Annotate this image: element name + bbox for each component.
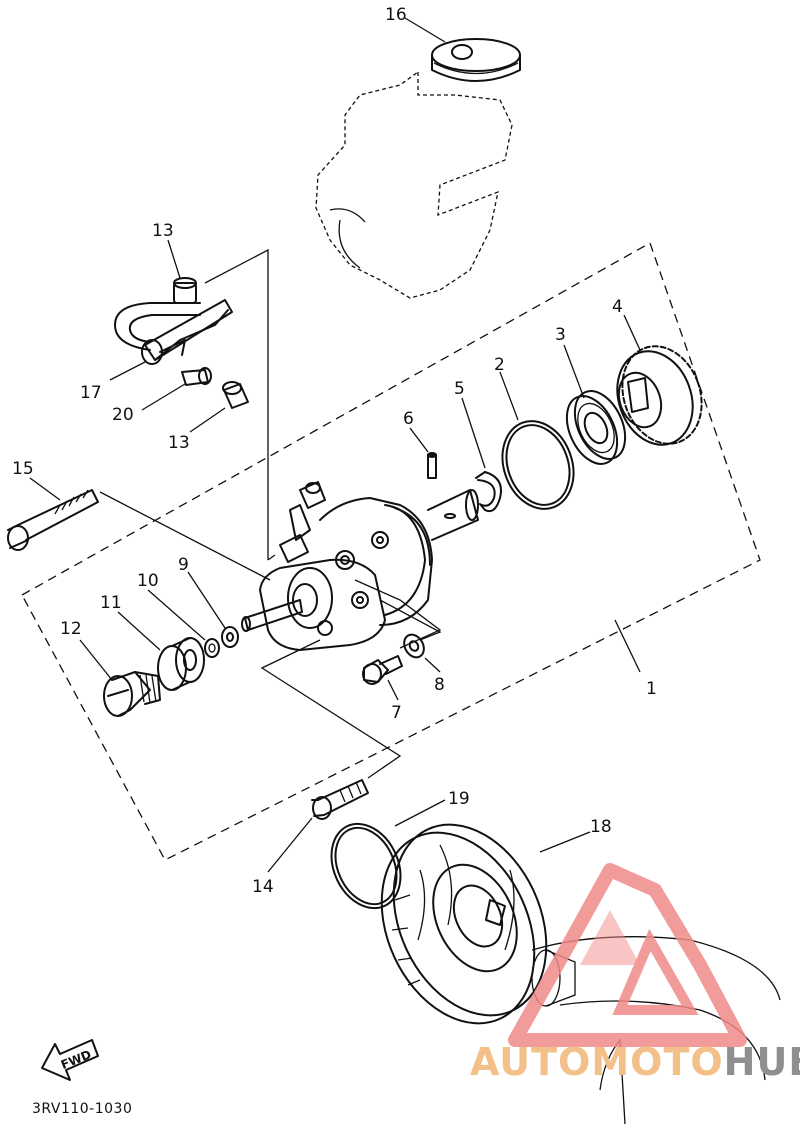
label-part-2: 2 bbox=[494, 355, 505, 375]
pump-to-14-bracket bbox=[260, 639, 402, 779]
crankshaft-end bbox=[531, 936, 781, 1124]
part-9-washer bbox=[221, 626, 239, 648]
label-part-3: 3 bbox=[555, 325, 566, 345]
part-11-collar bbox=[157, 637, 205, 691]
leader-7 bbox=[387, 679, 399, 701]
part-17-plug bbox=[431, 38, 521, 82]
assembly-frame bbox=[21, 242, 761, 861]
leader-1 bbox=[614, 619, 641, 673]
part-2-oring bbox=[501, 420, 575, 510]
label-part-6: 6 bbox=[403, 409, 414, 429]
leader-13-upper bbox=[167, 239, 181, 279]
watermark-part2: HUB bbox=[723, 1040, 800, 1084]
fwd-arrow-icon: FWD bbox=[41, 1039, 99, 1081]
part-12-plug-bolt bbox=[103, 671, 161, 717]
leader-13-lower bbox=[189, 407, 226, 433]
label-part-4: 4 bbox=[612, 297, 623, 317]
part-4-gear bbox=[616, 345, 703, 446]
leader-15 bbox=[29, 477, 61, 501]
leader-12 bbox=[79, 639, 113, 681]
leader-4 bbox=[623, 314, 641, 351]
leader-14 bbox=[267, 817, 313, 873]
part-18-rotor bbox=[380, 823, 548, 1025]
leader-17 bbox=[404, 17, 446, 43]
pipe-bracket-lines bbox=[204, 248, 276, 561]
part-8-washer bbox=[403, 633, 425, 659]
part-19-oring bbox=[330, 822, 402, 910]
engine-case-outline bbox=[315, 70, 513, 299]
leader-6 bbox=[409, 427, 429, 453]
leader-3 bbox=[563, 344, 585, 399]
part-14-bolt bbox=[311, 779, 369, 820]
label-part-18: 18 bbox=[590, 817, 612, 837]
figure-code: 3RV110-1030 bbox=[32, 1101, 133, 1117]
part-labels: 16 13 4 3 2 17 5 20 6 13 15 9 10 11 12 8… bbox=[12, 5, 657, 897]
fwd-label: FWD bbox=[59, 1047, 93, 1072]
part-3-bearing bbox=[565, 390, 627, 465]
leader-19 bbox=[394, 799, 446, 827]
oil-pump-body bbox=[241, 481, 479, 651]
label-part-19: 19 bbox=[448, 789, 470, 809]
label-part-12: 12 bbox=[60, 619, 82, 639]
leader-9 bbox=[187, 571, 226, 629]
part-16-pipe bbox=[114, 299, 233, 365]
label-part-10: 10 bbox=[137, 571, 159, 591]
leader-11 bbox=[117, 611, 161, 651]
leader-5 bbox=[461, 397, 486, 469]
part-6-pin bbox=[427, 452, 437, 479]
label-part-13-lower: 13 bbox=[168, 433, 190, 453]
label-part-20: 20 bbox=[112, 405, 134, 425]
label-part-5: 5 bbox=[454, 379, 465, 399]
engine-case-detail bbox=[329, 208, 366, 269]
label-part-13-upper: 13 bbox=[152, 221, 174, 241]
leader-20 bbox=[141, 383, 186, 411]
leader-18 bbox=[539, 831, 591, 853]
leader-2 bbox=[499, 371, 519, 421]
leader-16 bbox=[109, 361, 146, 381]
part-7-bolt bbox=[362, 655, 403, 685]
part-13-sleeve-upper bbox=[173, 277, 197, 304]
label-part-17: 16 bbox=[385, 5, 407, 25]
label-part-14: 14 bbox=[252, 877, 274, 897]
label-part-16: 17 bbox=[80, 383, 102, 403]
leader-8-bracket bbox=[379, 599, 442, 641]
label-part-15: 15 bbox=[12, 459, 34, 479]
part-20-oring bbox=[181, 367, 212, 386]
watermark-triangle bbox=[508, 863, 747, 1047]
part-10-oring bbox=[204, 638, 220, 658]
part-5-circlip bbox=[475, 471, 502, 513]
label-part-7: 7 bbox=[391, 703, 402, 723]
label-part-8: 8 bbox=[434, 675, 445, 695]
watermark-part1: AUTOMOTO bbox=[470, 1040, 724, 1084]
leader-8 bbox=[424, 657, 441, 673]
label-part-1: 1 bbox=[646, 679, 657, 699]
leader-10 bbox=[147, 589, 206, 641]
label-part-9: 9 bbox=[178, 555, 189, 575]
leader-15-to-pump bbox=[99, 491, 271, 581]
part-15-bolt-long bbox=[7, 489, 99, 551]
label-part-11: 11 bbox=[100, 593, 122, 613]
part-13-sleeve-lower bbox=[222, 381, 249, 409]
watermark-text: AUTOMOTOHUB bbox=[470, 1040, 800, 1084]
